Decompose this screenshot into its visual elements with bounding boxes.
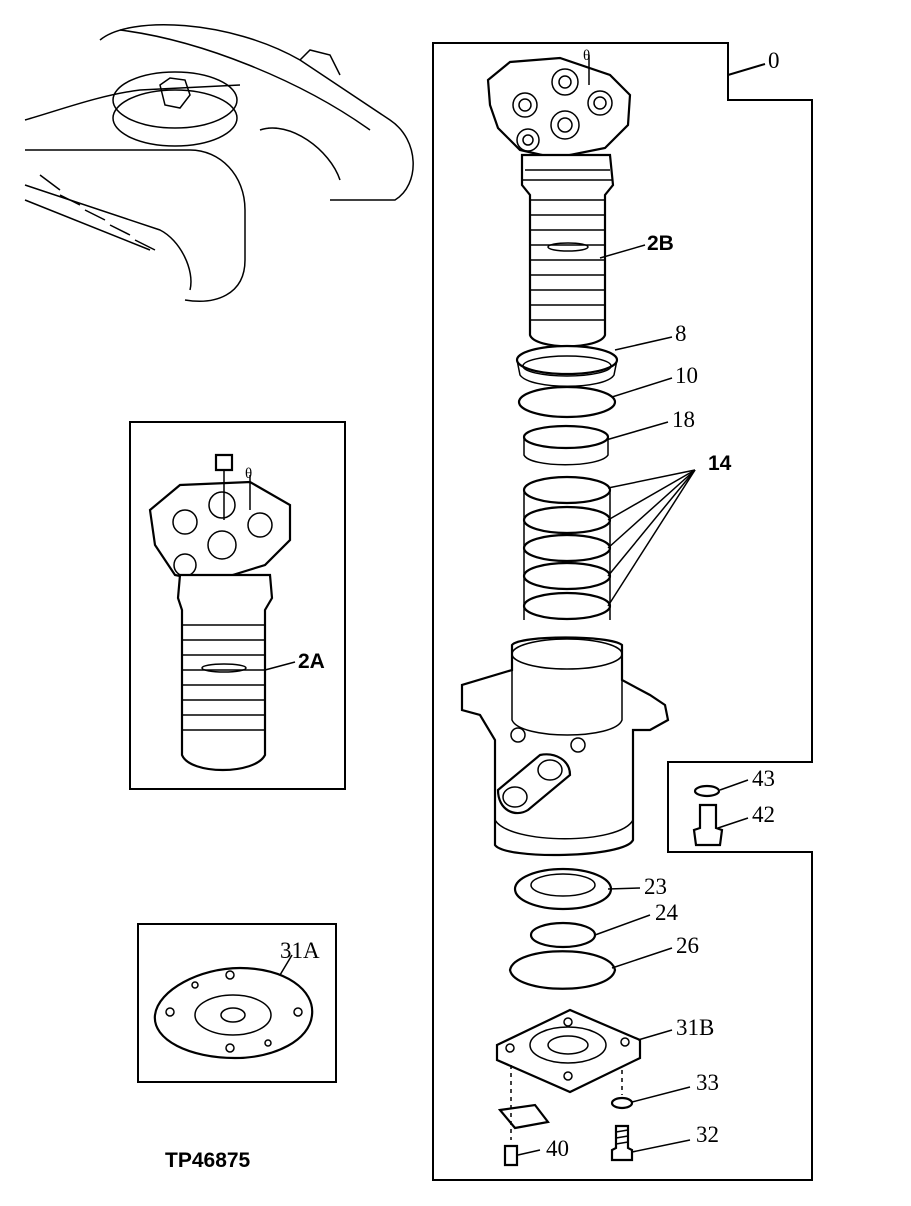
ring-24 bbox=[529, 921, 597, 949]
callout-10: 10 bbox=[675, 363, 698, 388]
callout-43: 43 bbox=[752, 766, 775, 791]
bolt-32 bbox=[610, 1124, 634, 1162]
callout-23: 23 bbox=[644, 874, 667, 899]
callout-26: 26 bbox=[676, 933, 699, 958]
callout-32: 32 bbox=[696, 1122, 719, 1147]
ring-10 bbox=[517, 385, 617, 419]
callout-24: 24 bbox=[655, 900, 679, 925]
plate-40 bbox=[497, 1103, 550, 1130]
inset-31a-frame bbox=[137, 923, 337, 1083]
bolt-40 bbox=[503, 1144, 519, 1167]
callout-0: 0 bbox=[768, 48, 780, 73]
swivel-housing bbox=[460, 636, 670, 857]
seal-rings-14 bbox=[522, 475, 612, 621]
inset-2a-frame bbox=[129, 421, 346, 790]
callout-40: 40 bbox=[546, 1136, 569, 1161]
callout-2a: 2A bbox=[298, 650, 325, 673]
ring-18 bbox=[522, 424, 610, 466]
callout-33: 33 bbox=[696, 1070, 719, 1095]
cover-31a bbox=[153, 966, 314, 1060]
figure-id: TP46875 bbox=[165, 1149, 251, 1172]
bolt-42 bbox=[692, 803, 724, 847]
callout-2b: 2B bbox=[647, 232, 674, 255]
rotor-2b bbox=[486, 55, 632, 348]
callout-theta-inset: θ bbox=[245, 466, 252, 482]
oring-33 bbox=[610, 1096, 634, 1110]
rotor-2a bbox=[148, 453, 292, 771]
callout-14: 14 bbox=[708, 452, 732, 475]
leader-0 bbox=[727, 63, 766, 76]
leader-lines bbox=[264, 244, 749, 1156]
callout-18: 18 bbox=[672, 407, 695, 432]
callout-theta-main: θ bbox=[583, 48, 590, 64]
callout-31b: 31B bbox=[676, 1015, 714, 1040]
cover-31b bbox=[495, 1008, 642, 1094]
oring-43 bbox=[693, 784, 721, 798]
machine-overview-sketch bbox=[24, 23, 414, 302]
callout-31a: 31A bbox=[280, 938, 320, 963]
cover-26 bbox=[508, 950, 617, 990]
ring-8 bbox=[515, 344, 619, 387]
ring-23 bbox=[513, 867, 613, 911]
callout-42: 42 bbox=[752, 802, 775, 827]
callout-8: 8 bbox=[675, 321, 687, 346]
main-assembly-frame bbox=[432, 42, 813, 1181]
